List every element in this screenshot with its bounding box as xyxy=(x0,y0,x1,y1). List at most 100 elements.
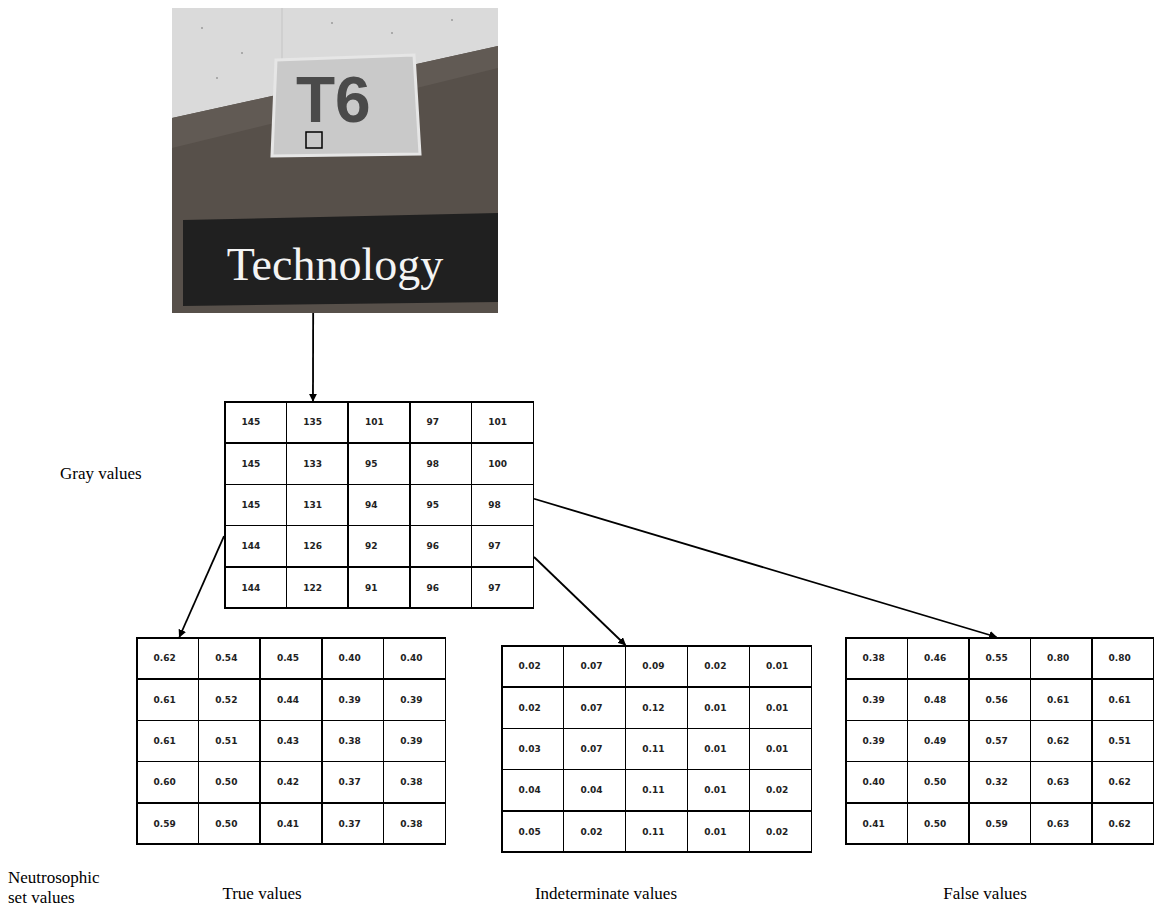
table-cell: 0.40 xyxy=(323,639,383,679)
table-cell: 0.41 xyxy=(261,804,321,844)
table-cell: 95 xyxy=(349,444,409,484)
axis-label: Gray values xyxy=(60,464,180,484)
table-cell: 0.51 xyxy=(1093,721,1153,761)
table-cell: 0.02 xyxy=(750,812,810,852)
table-cell: 126 xyxy=(287,526,347,566)
indeterminate-value-table: 0.020.070.090.020.010.020.070.120.010.01… xyxy=(501,645,812,853)
table-cell: 0.32 xyxy=(970,762,1030,802)
ceiling-speckle xyxy=(391,32,393,34)
table-cell: 0.11 xyxy=(626,729,686,769)
table-cell: 0.01 xyxy=(688,688,748,728)
table-cell: 0.07 xyxy=(564,688,624,728)
table-cell: 91 xyxy=(349,568,409,608)
table-cell: 0.62 xyxy=(138,639,198,679)
table-cell: 135 xyxy=(287,403,347,443)
table-cell: 0.07 xyxy=(564,647,624,687)
table-cell: 97 xyxy=(472,526,532,566)
table-cell: 0.61 xyxy=(1031,680,1091,720)
table-cell: 0.37 xyxy=(323,762,383,802)
table-cell: 96 xyxy=(411,568,471,608)
table-cell: 0.62 xyxy=(1093,804,1153,844)
table-cell: 0.46 xyxy=(908,639,968,679)
table-cell: 97 xyxy=(472,568,532,608)
table-cell: 0.01 xyxy=(688,770,748,810)
table-cell: 0.02 xyxy=(750,770,810,810)
table-cell: 0.45 xyxy=(261,639,321,679)
table-cell: 0.11 xyxy=(626,812,686,852)
flow-arrow xyxy=(534,499,996,637)
table-cell: 97 xyxy=(411,403,471,443)
false-value-table: 0.380.460.550.800.800.390.480.560.610.61… xyxy=(845,637,1154,845)
table-caption: Indeterminate values xyxy=(506,884,706,904)
table-cell: 133 xyxy=(287,444,347,484)
table-cell: 0.39 xyxy=(847,680,907,720)
table-grid: 0.620.540.450.400.400.610.520.440.390.39… xyxy=(136,637,446,845)
ceiling-speckle xyxy=(331,22,333,24)
table-cell: 0.03 xyxy=(503,729,563,769)
table-cell: 0.50 xyxy=(908,762,968,802)
table-cell: 98 xyxy=(411,444,471,484)
room-number: T6 xyxy=(296,68,371,132)
table-grid: 0.380.460.550.800.800.390.480.560.610.61… xyxy=(845,637,1154,845)
table-cell: 0.05 xyxy=(503,812,563,852)
table-cell: 145 xyxy=(226,403,286,443)
table-cell: 0.50 xyxy=(199,762,259,802)
table-cell: 92 xyxy=(349,526,409,566)
table-cell: 101 xyxy=(349,403,409,443)
table-cell: 0.80 xyxy=(1093,639,1153,679)
table-cell: 0.02 xyxy=(688,647,748,687)
table-cell: 0.38 xyxy=(323,721,383,761)
table-cell: 0.59 xyxy=(138,804,198,844)
sign-photo: T6Technology xyxy=(172,8,498,313)
table-cell: 96 xyxy=(411,526,471,566)
sample-window xyxy=(306,132,322,148)
table-caption: False values xyxy=(905,884,1065,904)
flow-arrow xyxy=(179,536,224,637)
table-cell: 0.07 xyxy=(564,729,624,769)
table-cell: 0.62 xyxy=(1031,721,1091,761)
table-cell: 0.01 xyxy=(688,812,748,852)
table-cell: 0.12 xyxy=(626,688,686,728)
table-cell: 122 xyxy=(287,568,347,608)
table-cell: 0.40 xyxy=(847,762,907,802)
table-cell: 0.37 xyxy=(323,804,383,844)
table-cell: 0.39 xyxy=(847,721,907,761)
table-cell: 0.59 xyxy=(970,804,1030,844)
table-cell: 0.48 xyxy=(908,680,968,720)
table-cell: 144 xyxy=(226,526,286,566)
table-cell: 0.61 xyxy=(138,721,198,761)
table-grid: 0.020.070.090.020.010.020.070.120.010.01… xyxy=(501,645,812,853)
ceiling-speckle xyxy=(241,52,243,54)
table-cell: 0.63 xyxy=(1031,804,1091,844)
axis-label: Neutrosophic set values xyxy=(8,868,113,909)
ceiling-speckle xyxy=(451,19,453,21)
table-cell: 0.40 xyxy=(384,639,444,679)
table-cell: 145 xyxy=(226,444,286,484)
table-cell: 0.52 xyxy=(199,680,259,720)
table-cell: 94 xyxy=(349,485,409,525)
true-value-table: 0.620.540.450.400.400.610.520.440.390.39… xyxy=(136,637,446,845)
table-cell: 0.11 xyxy=(626,770,686,810)
table-caption: True values xyxy=(182,884,342,904)
table-cell: 0.04 xyxy=(564,770,624,810)
table-cell: 0.01 xyxy=(750,729,810,769)
table-cell: 0.50 xyxy=(199,804,259,844)
table-cell: 0.39 xyxy=(384,680,444,720)
table-cell: 0.44 xyxy=(261,680,321,720)
table-cell: 0.80 xyxy=(1031,639,1091,679)
sign-lettering: Technology xyxy=(172,242,498,288)
ceiling-speckle xyxy=(216,77,218,79)
room-sign-plate xyxy=(272,55,420,156)
table-cell: 0.04 xyxy=(503,770,563,810)
table-cell: 0.09 xyxy=(626,647,686,687)
table-cell: 100 xyxy=(472,444,532,484)
table-cell: 0.42 xyxy=(261,762,321,802)
table-cell: 0.49 xyxy=(908,721,968,761)
wood-panel xyxy=(172,8,498,313)
table-cell: 101 xyxy=(472,403,532,443)
table-cell: 0.55 xyxy=(970,639,1030,679)
table-cell: 0.38 xyxy=(847,639,907,679)
table-cell: 144 xyxy=(226,568,286,608)
table-cell: 0.02 xyxy=(564,812,624,852)
